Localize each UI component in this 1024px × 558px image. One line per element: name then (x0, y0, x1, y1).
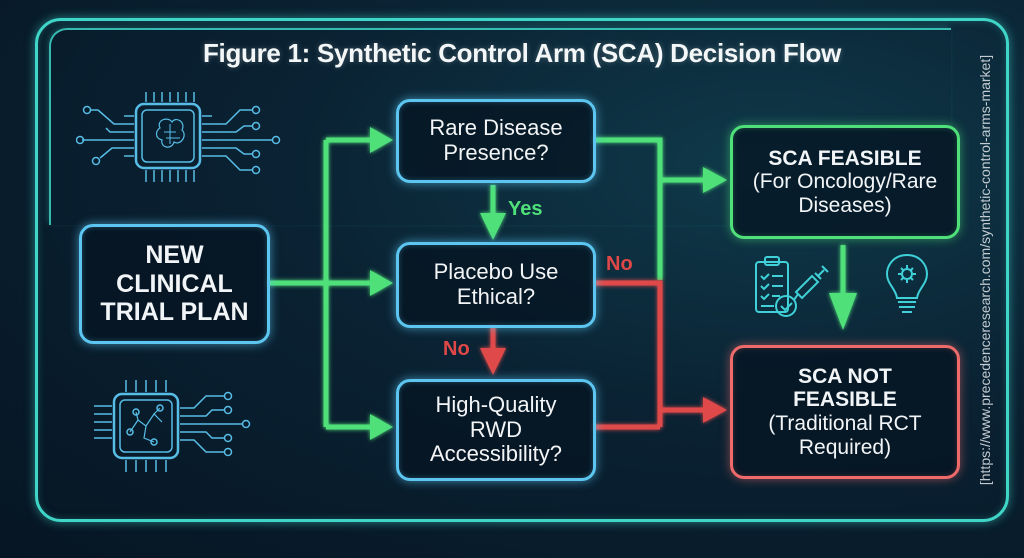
rare-line-2: Presence? (443, 140, 549, 165)
chip-brain-icon (76, 92, 281, 182)
arrowhead-placebo-rwd (480, 348, 506, 375)
chip-molecule-icon (94, 380, 251, 472)
arrowhead-rare-placebo (480, 213, 506, 240)
arrowhead-placebo (370, 270, 393, 296)
placebo-line-1: Placebo Use (433, 259, 559, 285)
start-line-3: TRIAL PLAN (100, 298, 249, 327)
node-sca-feasible[interactable]: SCA FEASIBLE (For Oncology/Rare Diseases… (730, 125, 960, 239)
node-rare-disease-presence[interactable]: Rare Disease Presence? (396, 99, 596, 183)
rwd-line-3: Accessibility? (429, 441, 563, 467)
placebo-line-2: Ethical? (456, 284, 536, 309)
feasible-title: SCA FEASIBLE (768, 146, 922, 170)
rwd-line-2: RWD (469, 416, 523, 442)
edge-rare-right (593, 137, 663, 280)
start-line-2: CLINICAL (116, 269, 233, 298)
node-high-quality-rwd[interactable]: High-Quality RWD Accessibility? (396, 379, 596, 481)
arrowhead-feasible (703, 167, 727, 193)
syringe-icon (793, 265, 829, 301)
arrowhead-down-notfeasible (829, 293, 857, 330)
node-sca-not-feasible[interactable]: SCA NOT FEASIBLE (Traditional RCT Requir… (730, 345, 960, 479)
arrowhead-notfeasible (703, 397, 727, 423)
outer-frame (35, 18, 1009, 522)
lightbulb-gear-icon (885, 253, 929, 313)
clipboard-checklist-icon (755, 256, 797, 317)
figure-title: Figure 1: Synthetic Control Arm (SCA) De… (202, 38, 842, 68)
notfeasible-title-2: FEASIBLE (793, 388, 897, 412)
feasible-sub-2: Diseases) (798, 193, 892, 217)
node-placebo-use-ethical[interactable]: Placebo Use Ethical? (396, 242, 596, 328)
edge-label-no-down: No (443, 338, 470, 360)
notfeasible-title-1: SCA NOT (798, 364, 892, 388)
notfeasible-sub-2: Required) (798, 435, 892, 459)
inner-frame (49, 28, 951, 225)
notfeasible-sub-1: (Traditional RCT (768, 412, 922, 435)
edge-label-yes: Yes (508, 198, 543, 220)
node-new-clinical-trial-plan[interactable]: NEW CLINICAL TRIAL PLAN (79, 224, 270, 344)
rwd-line-1: High-Quality (435, 392, 557, 418)
feasible-sub-1: (For Oncology/Rare (752, 170, 938, 194)
source-url: [https://www.precedenceresearch.com/synt… (977, 54, 993, 486)
rare-line-1: Rare Disease (429, 115, 563, 141)
edge-label-no-right: No (606, 253, 633, 275)
arrowhead-rwd (370, 414, 393, 440)
start-line-1: NEW (145, 241, 204, 270)
arrowhead-rare (370, 127, 393, 153)
edge-placebo-right (593, 280, 663, 427)
